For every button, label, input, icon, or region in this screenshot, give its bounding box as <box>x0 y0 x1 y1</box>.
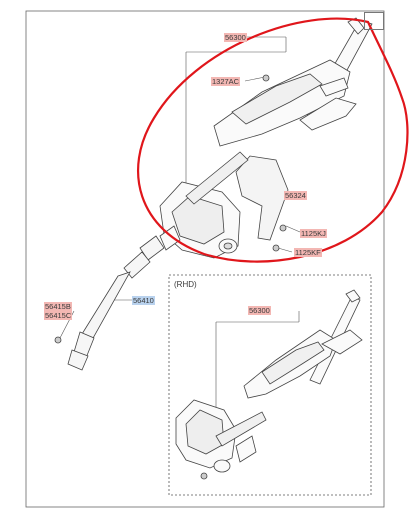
label-main-column[interactable]: 56300 <box>224 33 247 42</box>
label-bolt-b[interactable]: 1125KF <box>294 248 322 257</box>
label-shaft[interactable]: 56410 <box>132 296 155 305</box>
steering-column-main <box>159 17 373 259</box>
corner-box <box>364 12 384 30</box>
intermediate-shaft <box>54 235 165 371</box>
label-rhd-column[interactable]: 56300 <box>248 306 271 315</box>
rhd-box <box>168 274 372 496</box>
outer-frame <box>25 10 385 508</box>
red-annotation-loop <box>137 17 409 263</box>
label-bolt-a[interactable]: 1125KJ <box>300 229 327 238</box>
rhd-title: (RHD) <box>174 280 197 289</box>
label-bracket[interactable]: 56324 <box>284 191 307 200</box>
steering-column-rhd <box>175 289 363 480</box>
label-bolt-upper[interactable]: 1327AC <box>211 77 241 86</box>
label-joint-b[interactable]: 56415C <box>44 311 73 320</box>
label-joint-a[interactable]: 56415B <box>44 302 72 311</box>
